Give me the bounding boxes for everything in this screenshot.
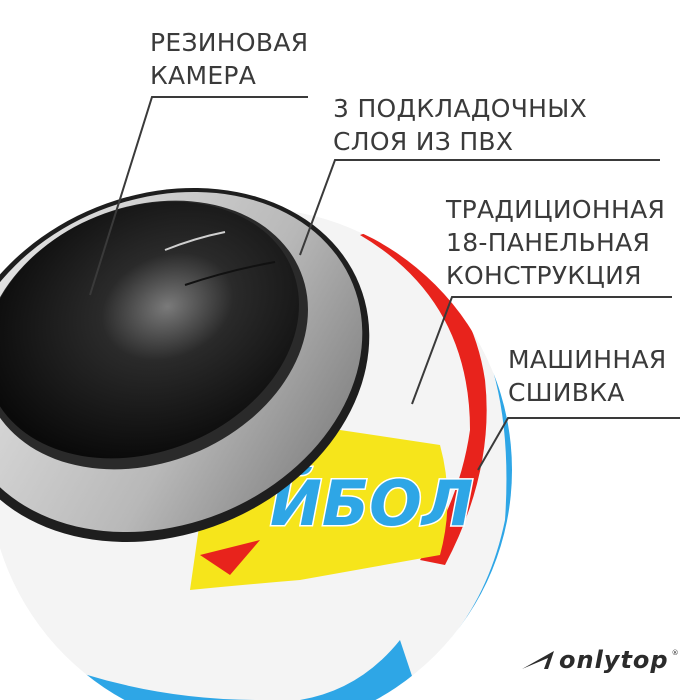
brand-name: onlytop [559, 646, 669, 674]
callout-text-line: ТРАДИЦИОННАЯ [446, 195, 666, 224]
callout-text-line: КАМЕРА [150, 61, 257, 90]
callout-line-bladder [89, 96, 308, 296]
callout-text-line: КОНСТРУКЦИЯ [446, 261, 642, 290]
callout-text-line: 3 ПОДКЛАДОЧНЫХ [333, 94, 588, 123]
callout-rubber-bladder: РЕЗИНОВАЯ КАМЕРА [150, 26, 308, 92]
callout-pvc-layers: 3 ПОДКЛАДОЧНЫХ СЛОЯ ИЗ ПВХ [333, 92, 587, 158]
callout-lines [89, 96, 680, 471]
ball-print-text: ЙБОЛ [270, 467, 473, 540]
callout-text-line: СЛОЯ ИЗ ПВХ [333, 127, 514, 156]
callout-text-line: РЕЗИНОВАЯ [150, 28, 309, 57]
callout-text-line: МАШИННАЯ [508, 345, 667, 374]
callout-text-line: СШИВКА [508, 378, 625, 407]
callout-panel-construction: ТРАДИЦИОННАЯ 18-ПАНЕЛЬНАЯ КОНСТРУКЦИЯ [446, 193, 665, 292]
brand-logo: onlytop ® [522, 646, 679, 674]
registered-mark: ® [671, 649, 679, 657]
brand-arrow-icon [522, 651, 554, 669]
callout-machine-stitching: МАШИННАЯ СШИВКА [508, 343, 667, 409]
callout-line-stitching [477, 417, 680, 471]
callout-text-line: 18-ПАНЕЛЬНАЯ [446, 228, 651, 257]
callout-line-panels [411, 296, 672, 405]
cutaway-layers [0, 187, 370, 543]
callout-line-layers [299, 159, 660, 256]
